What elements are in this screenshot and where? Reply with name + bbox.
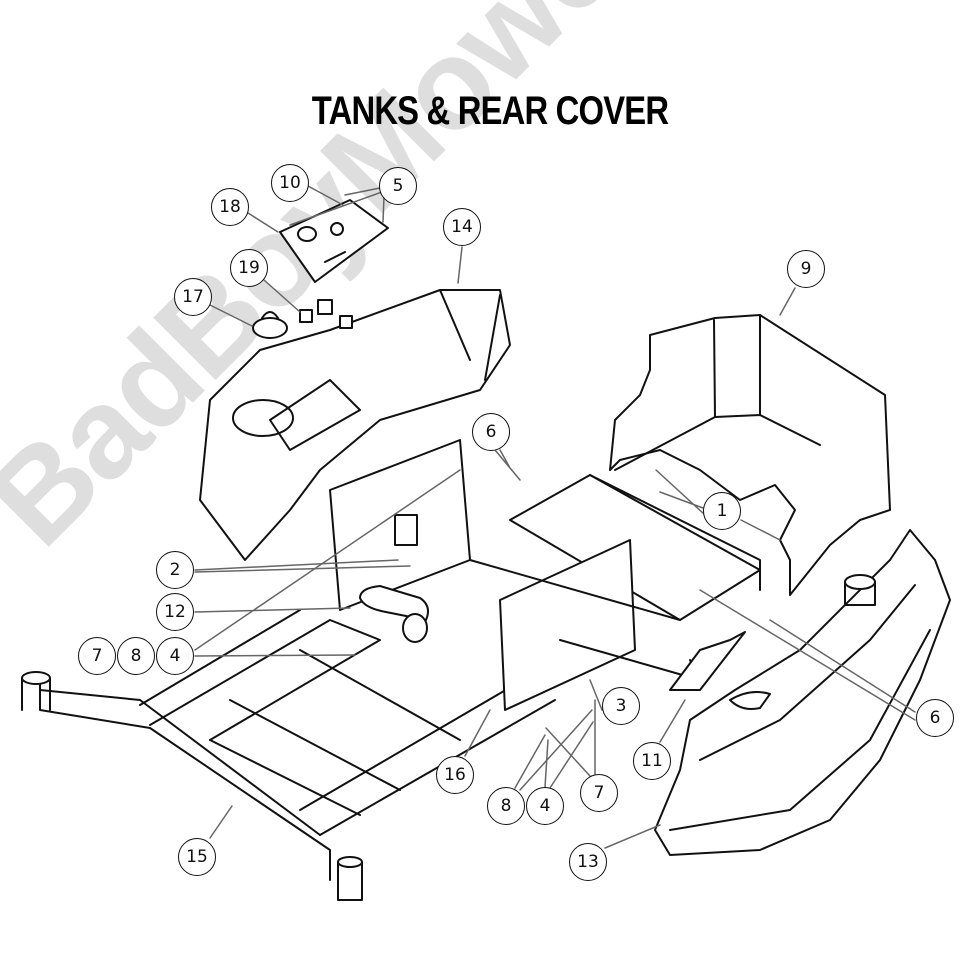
page-title: TANKS & REAR COVER bbox=[311, 88, 669, 133]
callout-11: 11 bbox=[633, 742, 671, 780]
callout-4: 4 bbox=[526, 787, 564, 825]
callout-14: 14 bbox=[443, 208, 481, 246]
callout-9: 9 bbox=[787, 250, 825, 288]
callout-18: 18 bbox=[211, 188, 249, 226]
callout-8: 8 bbox=[117, 637, 155, 675]
callout-15: 15 bbox=[178, 838, 216, 876]
bracket bbox=[669, 631, 746, 691]
left-fuel-tank bbox=[199, 289, 511, 561]
callout-2: 2 bbox=[156, 551, 194, 589]
callout-7: 7 bbox=[78, 637, 116, 675]
callout-19: 19 bbox=[230, 249, 268, 287]
chassis-plate-assembly bbox=[329, 439, 761, 711]
callout-4: 4 bbox=[156, 637, 194, 675]
callout-16: 16 bbox=[436, 756, 474, 794]
callout-12: 12 bbox=[156, 593, 194, 631]
callout-8: 8 bbox=[487, 787, 525, 825]
rear-cover bbox=[609, 314, 891, 596]
callout-6: 6 bbox=[472, 413, 510, 451]
callout-3: 3 bbox=[602, 687, 640, 725]
callout-6: 6 bbox=[916, 699, 954, 737]
control-panel-plate bbox=[279, 199, 389, 283]
callout-17: 17 bbox=[174, 278, 212, 316]
callout-1: 1 bbox=[703, 492, 741, 530]
callout-7: 7 bbox=[580, 774, 618, 812]
right-fuel-tank bbox=[654, 529, 951, 856]
callout-5: 5 bbox=[379, 167, 417, 205]
leader-lines bbox=[194, 185, 916, 849]
fuel-filter-and-valve bbox=[252, 299, 353, 339]
callout-10: 10 bbox=[271, 164, 309, 202]
callout-13: 13 bbox=[569, 843, 607, 881]
